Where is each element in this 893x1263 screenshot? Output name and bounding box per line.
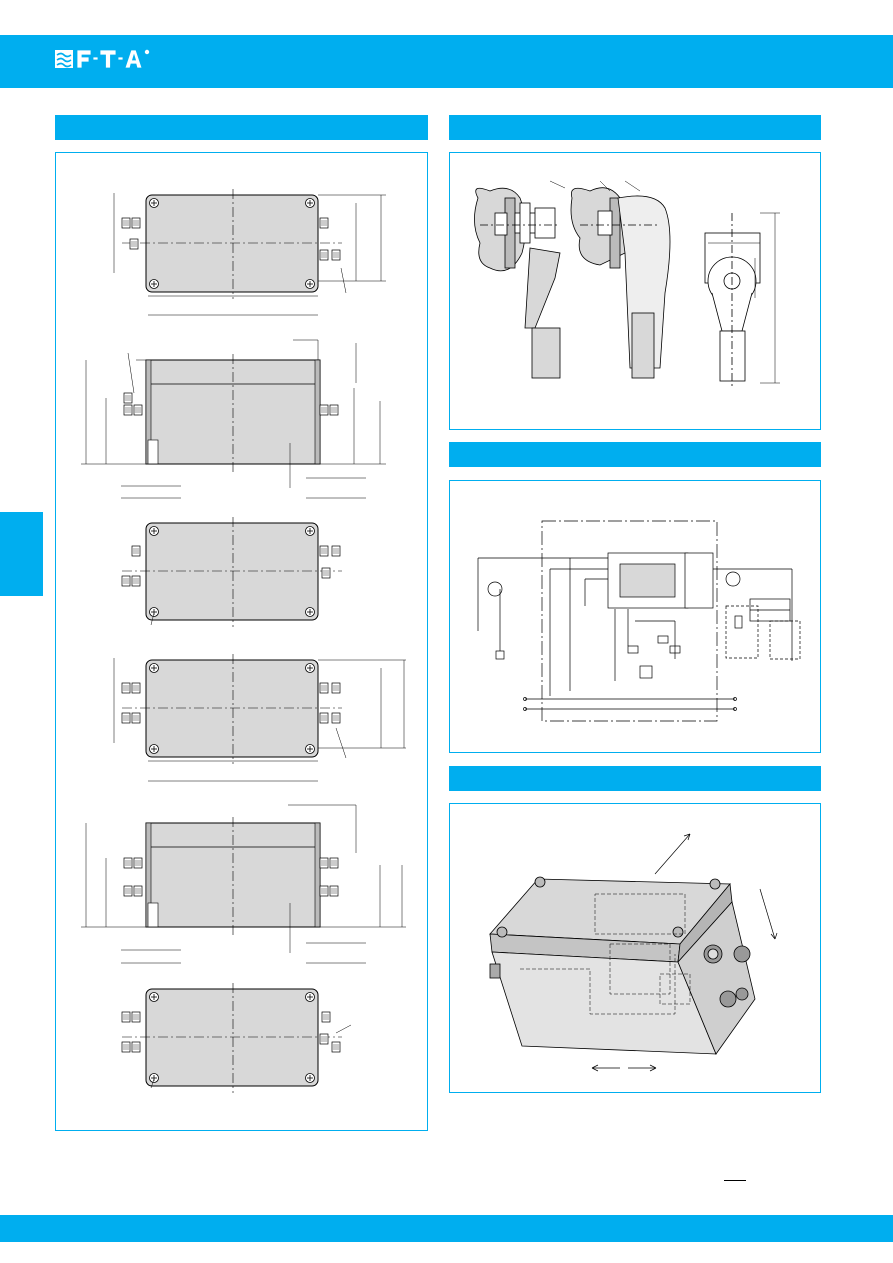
header-bar [0, 35, 893, 88]
page-number-marker [722, 1174, 750, 1186]
top-view-drawing-1 [113, 189, 386, 316]
top-view-drawing-4 [122, 983, 352, 1093]
top-view-drawing-3 [113, 654, 406, 782]
dimension-drawings [81, 153, 406, 1132]
isometric-housing [489, 833, 778, 1072]
top-view-drawing-2 [122, 517, 342, 627]
dimensions-panel [55, 152, 428, 1131]
housing-view-panel [449, 803, 821, 1093]
side-view-drawing-1 [81, 339, 386, 499]
brand-logo [55, 49, 150, 69]
housing-section-header [449, 766, 821, 791]
footer-bar [0, 1215, 893, 1242]
cable-lug-detail [474, 180, 780, 388]
chapter-side-tab [0, 512, 43, 596]
connection-detail-panel [449, 152, 821, 430]
dimensions-section-header [55, 115, 428, 140]
side-view-drawing-2 [81, 804, 406, 964]
wiring-diagram-panel [449, 480, 821, 753]
wiring-section-header [449, 442, 821, 467]
circuit-diagram [477, 520, 801, 722]
connection-section-header [449, 115, 821, 140]
